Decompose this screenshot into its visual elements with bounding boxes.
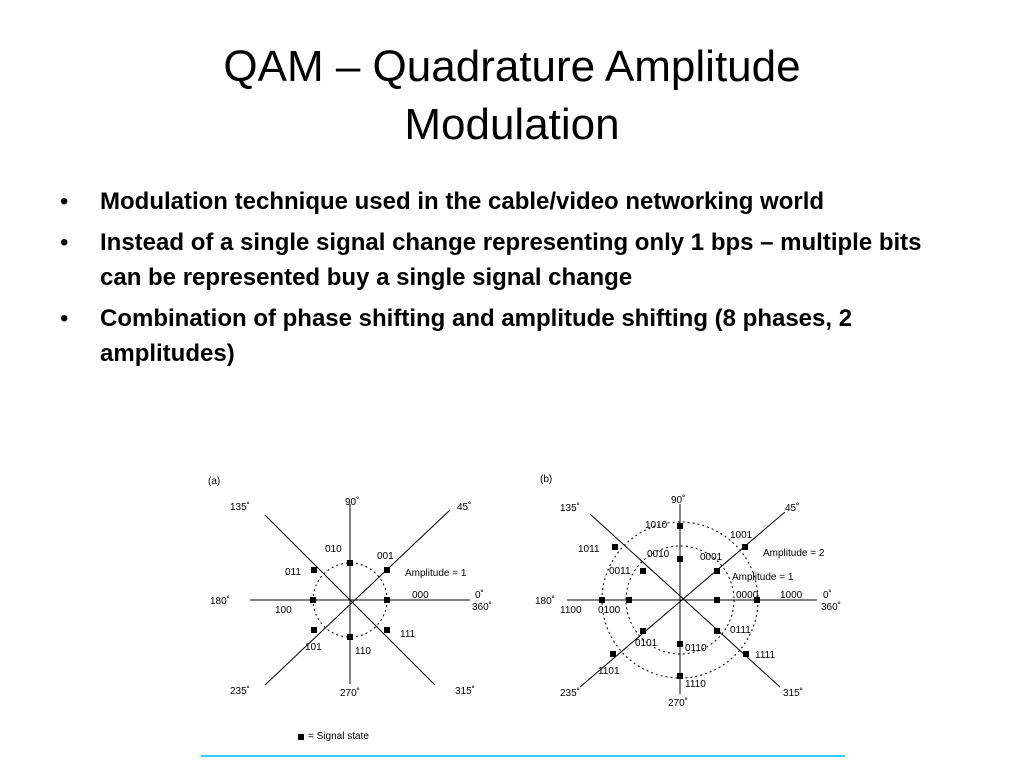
angle-label-360: 360˚ — [821, 601, 841, 613]
signal-state-marker — [714, 628, 720, 634]
amplitude-label: Amplitude = 1 — [405, 568, 467, 579]
state-label-111: 111 — [400, 629, 416, 640]
qam-diagrams: (a) 90˚ 45˚ 135˚ 180˚ 0˚ 360˚ 235˚ 270˚ … — [208, 474, 841, 709]
angle-label-90: 90˚ — [345, 496, 359, 508]
state-label-0000: 0000 — [736, 590, 759, 601]
slide-title-line-2: Modulation — [404, 100, 620, 149]
signal-state-marker — [347, 560, 353, 566]
signal-state-marker — [610, 651, 616, 657]
signal-state-marker — [384, 627, 390, 633]
state-label-100: 100 — [275, 605, 292, 616]
bullet-dot: • — [60, 305, 69, 332]
bullet-text: Combination of phase shifting and amplit… — [100, 305, 853, 367]
state-label-1110: 1110 — [685, 679, 706, 690]
signal-state-marker — [677, 641, 683, 647]
angle-label-135: 135˚ — [560, 502, 580, 514]
qam-figure: (a) 90˚ 45˚ 135˚ 180˚ 0˚ 360˚ 235˚ 270˚ … — [195, 462, 855, 762]
angle-label-45: 45˚ — [785, 502, 799, 514]
angle-label-235: 235˚ — [560, 687, 580, 699]
angle-label-235: 235˚ — [230, 685, 250, 697]
signal-state-marker — [612, 544, 618, 550]
bullet-text: Modulation technique used in the cable/v… — [100, 188, 825, 215]
signal-state-marker — [714, 597, 720, 603]
diagram-a-panel-label: (a) — [208, 476, 220, 487]
signal-state-marker — [311, 567, 317, 573]
angle-label-0: 0˚ — [475, 589, 484, 601]
state-label-0101: 0101 — [635, 638, 658, 649]
diagram-a: (a) 90˚ 45˚ 135˚ 180˚ 0˚ 360˚ 235˚ 270˚ … — [208, 476, 492, 699]
bullet-item: • Instead of a single signal change repr… — [58, 225, 938, 295]
axis-diag-135-315 — [264, 514, 436, 686]
bullet-text: Instead of a single signal change repres… — [100, 229, 922, 291]
signal-state-marker — [384, 597, 390, 603]
state-label-101: 101 — [305, 642, 322, 653]
state-label-1101: 1101 — [598, 666, 620, 677]
angle-label-180: 180˚ — [210, 595, 230, 607]
diagram-b: (b) 90˚ 45˚ — [535, 474, 841, 709]
signal-state-square-icon — [298, 733, 304, 740]
signal-state-marker — [626, 597, 632, 603]
amplitude-label-inner: Amplitude = 1 — [732, 572, 794, 583]
bullet-dot: • — [60, 188, 69, 215]
figure-legend: = Signal state — [298, 731, 369, 742]
signal-state-marker — [677, 523, 683, 529]
angle-label-180: 180˚ — [535, 595, 555, 607]
signal-state-marker — [311, 627, 317, 633]
bullet-item: • Modulation technique used in the cable… — [58, 184, 938, 219]
state-label-0110: 0110 — [685, 643, 707, 654]
angle-label-45: 45˚ — [457, 501, 471, 513]
signal-state-marker — [677, 556, 683, 562]
angle-label-315: 315˚ — [455, 685, 475, 697]
signal-state-marker — [384, 567, 390, 573]
bullet-item: • Combination of phase shifting and ampl… — [58, 301, 938, 371]
angle-label-270: 270˚ — [340, 687, 360, 699]
state-label-1011: 1011 — [578, 544, 600, 555]
state-label-0001: 0001 — [700, 552, 723, 563]
state-label-010: 010 — [325, 544, 342, 555]
angle-label-135: 135˚ — [230, 501, 250, 513]
axis-diag-45-235 — [264, 509, 451, 686]
state-label-0010: 0010 — [647, 549, 670, 560]
diagram-b-panel-label: (b) — [540, 474, 552, 485]
angle-label-270: 270˚ — [668, 697, 688, 709]
axis-diag-45-235 — [579, 511, 786, 688]
state-label-0011: 0011 — [609, 566, 631, 577]
state-label-1001: 1001 — [730, 530, 753, 541]
state-label-0100: 0100 — [598, 605, 621, 616]
signal-state-marker — [677, 673, 683, 679]
signal-state-marker — [640, 568, 646, 574]
state-label-001: 001 — [377, 551, 394, 562]
signal-state-marker — [640, 628, 646, 634]
signal-state-marker — [743, 651, 749, 657]
amplitude-circle-inner — [625, 545, 735, 655]
slide-title-line-1: QAM – Quadrature Amplitude — [223, 42, 801, 91]
state-label-1100: 1100 — [560, 605, 582, 616]
state-label-1000: 1000 — [780, 590, 803, 601]
bullet-list: • Modulation technique used in the cable… — [58, 184, 938, 377]
signal-state-marker — [754, 597, 760, 603]
state-label-0111: 0111 — [730, 625, 751, 636]
accent-divider — [201, 755, 845, 757]
angle-label-0: 0˚ — [823, 589, 832, 601]
angle-label-360: 360˚ — [472, 601, 492, 613]
state-label-011: 011 — [285, 567, 301, 578]
axis-diag-135-315 — [589, 513, 781, 688]
signal-state-marker — [599, 597, 605, 603]
state-label-1010: 1010 — [645, 520, 668, 531]
angle-label-90: 90˚ — [671, 494, 685, 506]
signal-state-marker — [310, 597, 316, 603]
legend-text: = Signal state — [308, 731, 369, 742]
signal-state-marker — [714, 568, 720, 574]
state-label-110: 110 — [355, 646, 371, 657]
bullet-dot: • — [60, 229, 69, 256]
angle-label-315: 315˚ — [783, 687, 803, 699]
signal-state-marker — [742, 544, 748, 550]
slide-title: QAM – Quadrature Amplitude Modulation — [0, 38, 1024, 154]
amplitude-label-outer: Amplitude = 2 — [763, 548, 825, 559]
state-label-1111: 1111 — [755, 650, 775, 661]
signal-state-marker — [347, 634, 353, 640]
state-label-000: 000 — [412, 590, 429, 601]
